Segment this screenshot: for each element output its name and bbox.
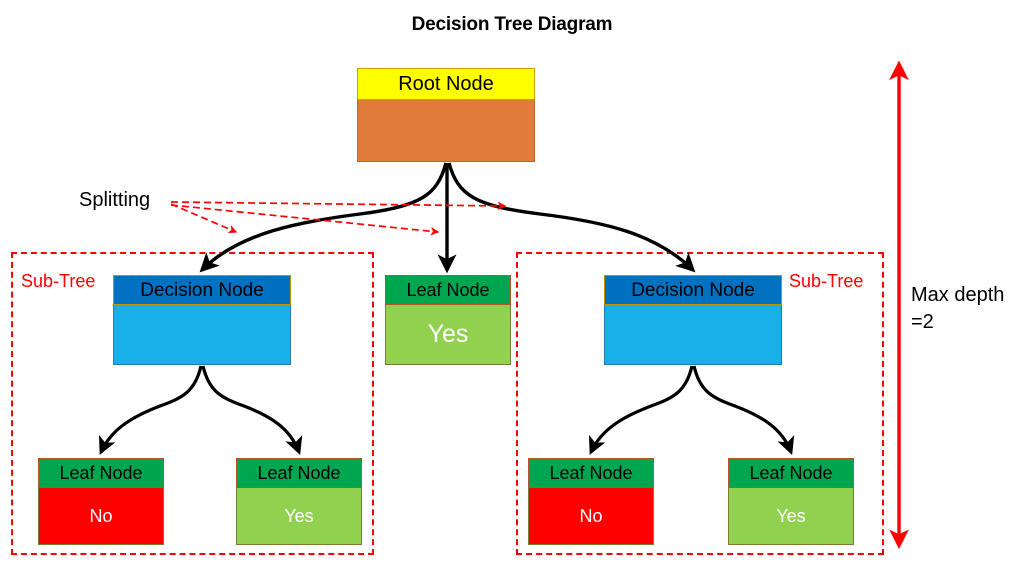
node-leaf-left-left-header: Leaf Node <box>38 458 164 488</box>
node-leaf-right-right-body: Yes <box>728 488 854 545</box>
node-leaf-left-left[interactable]: Leaf Node No <box>38 458 164 545</box>
splitting-pointer-middle <box>170 204 440 236</box>
node-root[interactable]: Root Node <box>357 68 535 162</box>
splitting-pointer-left <box>170 203 238 234</box>
subtree-label-left: Sub-Tree <box>21 271 96 291</box>
node-leaf-middle[interactable]: Leaf Node Yes <box>385 275 511 365</box>
node-leaf-middle-header: Leaf Node <box>385 275 511 305</box>
node-decision-right-header: Decision Node <box>604 275 782 305</box>
node-leaf-right-right[interactable]: Leaf Node Yes <box>728 458 854 545</box>
node-leaf-left-right-body: Yes <box>236 488 362 545</box>
node-root-header: Root Node <box>357 68 535 100</box>
splitting-label: Splitting <box>79 189 151 211</box>
node-decision-left[interactable]: Decision Node <box>113 275 291 365</box>
subtree-frame-left <box>11 252 374 555</box>
page-title: Decision Tree Diagram <box>411 14 613 35</box>
max-depth-label: Max depth =2 <box>911 282 1004 336</box>
node-decision-left-body <box>113 305 291 365</box>
node-leaf-left-right[interactable]: Leaf Node Yes <box>236 458 362 545</box>
max-depth-line-2: =2 <box>911 311 934 333</box>
node-decision-right-body <box>604 305 782 365</box>
splitting-pointer-right <box>170 201 507 211</box>
node-root-body <box>357 100 535 162</box>
node-leaf-right-left-body: No <box>528 488 654 545</box>
node-leaf-right-left[interactable]: Leaf Node No <box>528 458 654 545</box>
node-decision-right[interactable]: Decision Node <box>604 275 782 365</box>
node-leaf-right-right-header: Leaf Node <box>728 458 854 488</box>
node-leaf-left-right-header: Leaf Node <box>236 458 362 488</box>
node-leaf-right-left-header: Leaf Node <box>528 458 654 488</box>
subtree-label-right: Sub-Tree <box>789 271 864 291</box>
node-leaf-left-left-body: No <box>38 488 164 545</box>
node-decision-left-header: Decision Node <box>113 275 291 305</box>
max-depth-line-1: Max depth <box>911 284 1005 306</box>
node-leaf-middle-body: Yes <box>385 305 511 365</box>
subtree-frame-right <box>516 252 884 555</box>
